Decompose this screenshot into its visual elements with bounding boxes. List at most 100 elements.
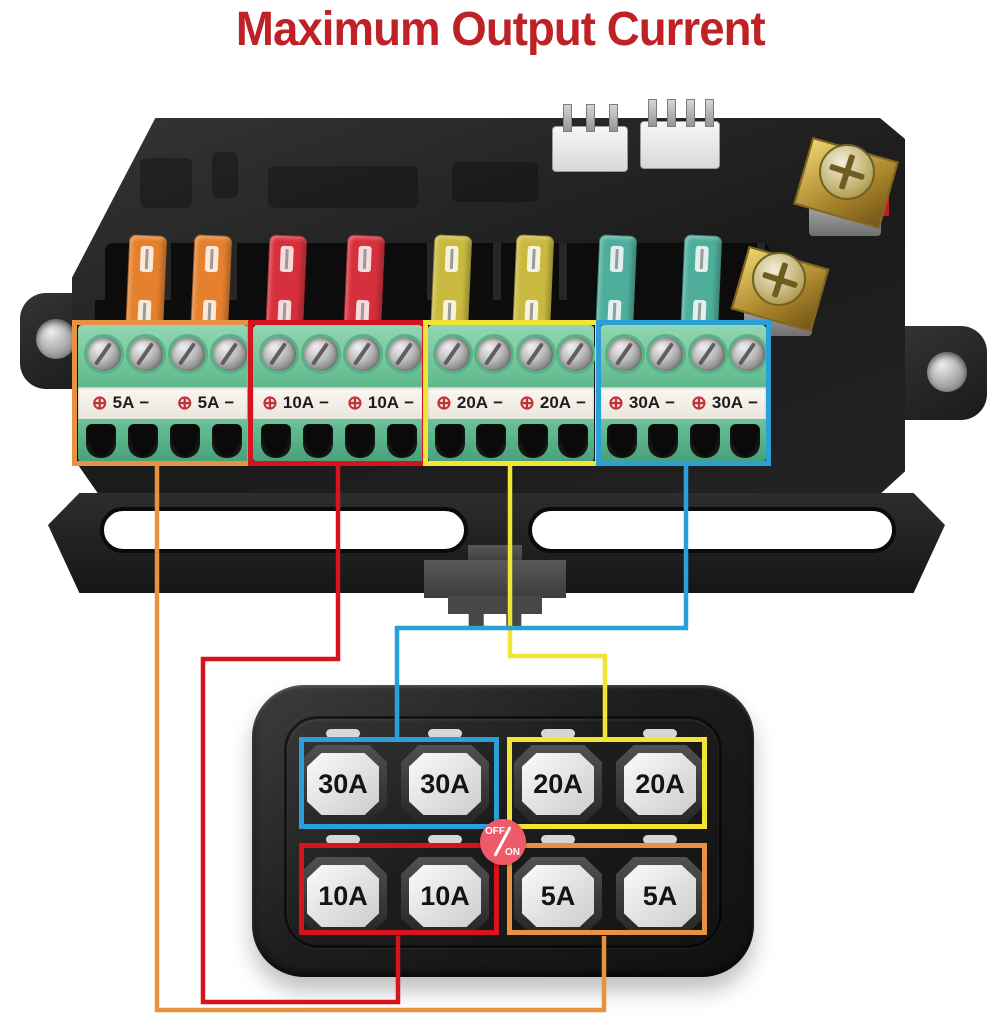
- button-label: 20A: [635, 768, 685, 799]
- screw-terminal-icon: [301, 334, 341, 374]
- screw-terminal-icon: [210, 334, 250, 374]
- callout-box-5a: [72, 320, 252, 466]
- screw-terminal-icon: [84, 334, 124, 374]
- wire-clamp-icon: [648, 424, 678, 458]
- panel-box-20a: [507, 737, 707, 829]
- plus-symbol: ⊕: [261, 392, 278, 414]
- panel-box-10a: [299, 843, 499, 935]
- callout-box-10a: [248, 320, 427, 466]
- terminal-group-10a: ⊕ 10A − ⊕ 10A −: [253, 325, 425, 462]
- screw-row: [253, 325, 425, 387]
- wire-clamp-icon: [170, 424, 200, 458]
- plus-symbol: ⊕: [435, 392, 452, 414]
- mount-bracket-foot: [448, 596, 542, 626]
- connector-pin-icon: [686, 99, 695, 127]
- phillips-screw-icon: [819, 144, 875, 200]
- led-indicator-icon: [643, 835, 677, 844]
- molded-recess: [268, 166, 418, 208]
- molded-recess: [140, 158, 192, 208]
- connector-pin-icon: [563, 104, 572, 132]
- clamp-row: [253, 419, 423, 462]
- mounting-hole-icon: [927, 352, 967, 392]
- callout-box-20a: [423, 320, 600, 466]
- 4-pin-connector-icon: [640, 99, 720, 169]
- terminal-rating-label: ⊕ 10A −: [253, 387, 338, 419]
- minus-symbol: −: [404, 393, 415, 412]
- minus-symbol: −: [493, 393, 504, 412]
- minus-symbol: −: [139, 393, 150, 412]
- terminal-rating-label: ⊕ 20A −: [511, 387, 594, 419]
- page-title: Maximum Output Current: [236, 3, 766, 56]
- switch-button-5a-2: 5A: [616, 857, 704, 935]
- wire-clamp-icon: [261, 424, 291, 458]
- rating-text: 5A: [112, 393, 135, 412]
- connector-pin-icon: [705, 99, 714, 127]
- plus-symbol: ⊕: [176, 392, 193, 414]
- callout-box-30a: [596, 320, 771, 466]
- rating-text: 10A: [367, 393, 400, 412]
- wire-clamp-icon: [303, 424, 333, 458]
- mounting-tab-right: [897, 326, 987, 420]
- screw-terminal-icon: [646, 334, 686, 374]
- terminal-group-5a: ⊕ 5A − ⊕ 5A −: [78, 325, 250, 462]
- screw-terminal-icon: [605, 334, 645, 374]
- terminal-rating-label: ⊕ 5A −: [163, 387, 248, 419]
- screw-terminal-icon: [688, 334, 728, 374]
- rating-label-strip: ⊕ 5A − ⊕ 5A −: [78, 387, 248, 419]
- minus-symbol: −: [319, 393, 330, 412]
- rating-text: 30A: [711, 393, 744, 412]
- screw-row: [428, 325, 596, 387]
- rating-label-strip: ⊕ 10A − ⊕ 10A −: [253, 387, 423, 419]
- molded-recess: [212, 152, 238, 198]
- button-label: 5A: [642, 880, 678, 911]
- off-label: OFF: [485, 826, 505, 837]
- wire-clamp-icon: [345, 424, 375, 458]
- screw-terminal-icon: [168, 334, 208, 374]
- molded-recess: [452, 162, 538, 202]
- clamp-row: [428, 419, 594, 462]
- panel-box-30a: [299, 737, 499, 829]
- mount-bracket-plate: [424, 560, 566, 598]
- power-stud-terminal-icon: [793, 136, 905, 250]
- 3-pin-connector-icon: [552, 104, 628, 172]
- plus-symbol: ⊕: [690, 392, 707, 414]
- screw-terminal-icon: [474, 334, 514, 374]
- clamp-row: [78, 419, 248, 462]
- connector-pin-icon: [609, 104, 618, 132]
- terminal-rating-label: ⊕ 5A −: [78, 387, 163, 419]
- handle-slot: [100, 507, 468, 553]
- panel-box-5a: [507, 843, 707, 935]
- rating-text: 20A: [539, 393, 572, 412]
- rating-text: 10A: [282, 393, 315, 412]
- wire-clamp-icon: [518, 424, 548, 458]
- terminal-rating-label: ⊕ 30A −: [600, 387, 683, 419]
- handle-slot: [528, 507, 896, 553]
- wire-clamp-icon: [387, 424, 417, 458]
- wire-clamp-icon: [476, 424, 506, 458]
- phillips-screw-icon: [752, 252, 806, 306]
- terminal-rating-label: ⊕ 30A −: [683, 387, 766, 419]
- wire-clamp-icon: [128, 424, 158, 458]
- plus-symbol: ⊕: [346, 392, 363, 414]
- plus-symbol: ⊕: [607, 392, 624, 414]
- terminal-group-30a: ⊕ 30A − ⊕ 30A −: [600, 325, 768, 462]
- wire-clamp-icon: [730, 424, 760, 458]
- screw-terminal-icon: [343, 334, 383, 374]
- screw-terminal-icon: [259, 334, 299, 374]
- screw-terminal-icon: [126, 334, 166, 374]
- minus-symbol: −: [576, 393, 587, 412]
- minus-symbol: −: [224, 393, 235, 412]
- connector-pin-icon: [586, 104, 595, 132]
- wire-clamp-icon: [212, 424, 242, 458]
- rating-label-strip: ⊕ 20A − ⊕ 20A −: [428, 387, 594, 419]
- screw-terminal-icon: [556, 334, 596, 374]
- wire-clamp-icon: [690, 424, 720, 458]
- screw-row: [600, 325, 768, 387]
- clamp-row: [600, 419, 766, 462]
- switch-button-20a-2: 20A: [616, 745, 704, 823]
- on-label: ON: [505, 847, 520, 858]
- terminal-rating-label: ⊕ 10A −: [338, 387, 423, 419]
- page-title-wrap: Maximum Output Current: [0, 0, 1001, 57]
- plus-symbol: ⊕: [91, 392, 108, 414]
- rating-text: 20A: [456, 393, 489, 412]
